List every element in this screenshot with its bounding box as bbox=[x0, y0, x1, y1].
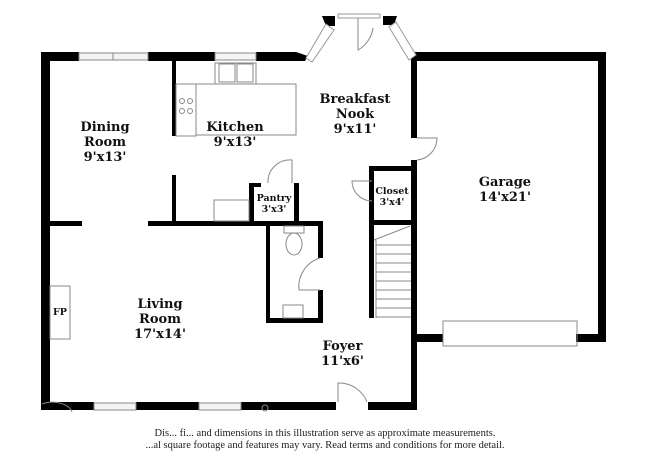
wall-north-kitchen bbox=[148, 52, 215, 61]
room-name: Living bbox=[137, 297, 183, 312]
room-dims: 9'x13' bbox=[83, 150, 127, 165]
room-name: Kitchen bbox=[206, 120, 264, 135]
wall-west bbox=[41, 52, 50, 410]
wall-north-garage bbox=[413, 52, 605, 61]
wall-nook-garage bbox=[411, 52, 417, 138]
room-dims: 11'x6' bbox=[321, 354, 364, 369]
room-dims: 3'x3' bbox=[261, 204, 287, 215]
room-name: Closet bbox=[375, 186, 409, 197]
room-name: Breakfast bbox=[319, 92, 391, 107]
room-dims: 9'x11' bbox=[333, 122, 377, 137]
room-name: Room bbox=[139, 312, 181, 327]
room-label-living-room: Living Room 17'x14' bbox=[125, 297, 195, 342]
room-label-garage: Garage 14'x21' bbox=[465, 175, 545, 205]
room-name: Pantry bbox=[256, 193, 292, 204]
room-dims: 17'x14' bbox=[134, 327, 186, 342]
room-name: Nook bbox=[335, 107, 375, 122]
wall-bath-west bbox=[266, 226, 270, 323]
wall-dining-kitchen bbox=[172, 61, 176, 136]
room-name: Garage bbox=[478, 175, 532, 190]
disclaimer-line-1: Dis... fi... and dimensions in this illu… bbox=[154, 428, 496, 439]
room-label-foyer: Foyer 11'x6' bbox=[310, 339, 375, 369]
room-label-breakfast-nook: Breakfast Nook 9'x11' bbox=[315, 92, 395, 137]
room-label-kitchen: Kitchen 9'x13' bbox=[195, 120, 275, 150]
room-dims: 3'x4' bbox=[379, 197, 405, 208]
room-dims: 14'x21' bbox=[479, 190, 531, 205]
wall-closet-stair bbox=[369, 166, 374, 318]
room-label-dining-room: Dining Room 9'x13' bbox=[70, 120, 140, 165]
fireplace-label: FP bbox=[53, 307, 67, 318]
wall-north-dining-a bbox=[41, 52, 79, 61]
room-label-closet: Closet 3'x4' bbox=[372, 186, 412, 208]
room-name: Dining bbox=[80, 120, 130, 135]
wall-east-garage bbox=[598, 52, 606, 342]
disclaimer-line-2: ...al square footage and features may va… bbox=[145, 440, 505, 451]
room-name: Foyer bbox=[322, 339, 363, 354]
room-dims: 9'x13' bbox=[213, 135, 257, 150]
wall-living-north bbox=[148, 221, 323, 226]
room-name: Room bbox=[84, 135, 126, 150]
room-label-pantry: Pantry 3'x3' bbox=[252, 193, 296, 215]
